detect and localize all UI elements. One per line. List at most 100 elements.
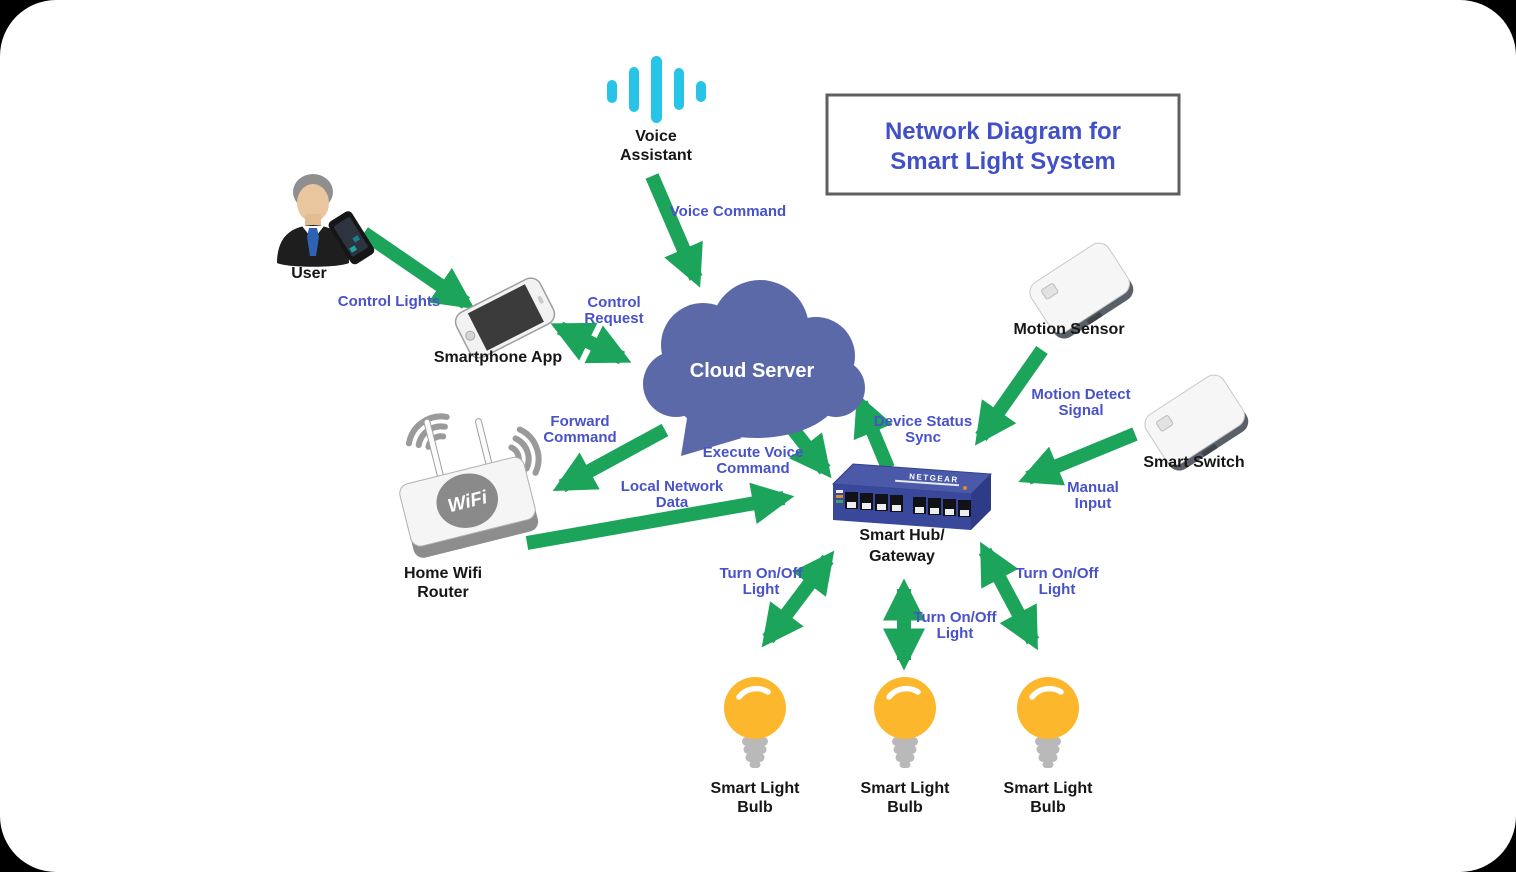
smart-switch-node: Smart Switch (1143, 374, 1249, 471)
smartphone-app-label: Smartphone App (434, 349, 563, 366)
bulb-tip (749, 761, 761, 768)
router-body-group: WiFi (399, 418, 539, 558)
smart-hub-label-2: Gateway (869, 548, 935, 565)
phone-screen (334, 217, 368, 257)
cloud-tail (681, 412, 742, 456)
smart-switch-label: Smart Switch (1143, 454, 1244, 471)
smart-hub-label-1: Smart Hub/ (859, 527, 945, 544)
voice-assistant-label-1: Voice (635, 128, 677, 145)
bulb-screw (893, 745, 917, 754)
title-line-2: Smart Light System (890, 148, 1115, 175)
hub-ethernet-ports (845, 492, 971, 517)
port-pins (892, 505, 901, 511)
wifi-router-node: WiFi Home Wifi Router (399, 413, 542, 601)
light-bulb-icon (724, 677, 786, 768)
wifi-wave (516, 426, 542, 476)
soundwave-bar (696, 81, 706, 102)
device-status-label-2: Sync (905, 429, 941, 446)
title-box-border (825, 93, 1181, 196)
port-pins (930, 508, 939, 514)
bulb-screw (745, 753, 765, 762)
turn-light-left-label-2: Light (743, 581, 780, 598)
port-pins (877, 504, 886, 510)
smartphone-home-button (465, 330, 476, 341)
arrow-turn-light-left (761, 550, 835, 648)
smartphone-screen (467, 284, 544, 351)
port-pins (960, 510, 969, 516)
wifi-router-label-1: Home Wifi (404, 565, 482, 582)
bulb-left-label-2: Bulb (737, 799, 773, 816)
title-box: Network Diagram for Smart Light System (825, 93, 1181, 196)
bulb-highlight (886, 685, 921, 700)
bulb-right-label-1: Smart Light (1004, 780, 1094, 797)
local-network-label-1: Local Network (621, 478, 724, 495)
forward-command-label-2: Command (543, 429, 616, 446)
switch-port (1201, 444, 1218, 457)
motion-detect-label-2: Signal (1058, 402, 1103, 419)
arrow-control-request (550, 321, 632, 365)
soundwave-bar (607, 80, 617, 103)
user-neck (305, 214, 321, 228)
control-request-label-2: Request (584, 310, 643, 327)
motion-sensor-node: Motion Sensor (1013, 242, 1134, 339)
turn-light-right-label-2: Light (1039, 581, 1076, 598)
voice-assistant-icon (607, 56, 706, 123)
arrow-forward-command (552, 423, 669, 493)
bulb-screw (743, 745, 767, 754)
port-pins (945, 509, 954, 515)
user-label: User (291, 265, 327, 282)
bulb-screw (1038, 753, 1058, 762)
port-pins (862, 503, 871, 509)
smartphone-icon (454, 277, 556, 359)
execute-voice-label-1: Execute Voice (703, 444, 804, 461)
bulb-middle-label-1: Smart Light (861, 780, 951, 797)
bulb-screw (1036, 745, 1060, 754)
hub-indicator (836, 490, 843, 493)
arrow-control-lights (360, 227, 475, 309)
arrow-device-status-sync (853, 393, 895, 471)
bulb-left-label-1: Smart Light (711, 780, 801, 797)
smart-bulb-middle-node: Smart Light Bulb (861, 677, 951, 816)
title-line-1: Network Diagram for (885, 118, 1121, 145)
forward-command-label-1: Forward (550, 413, 609, 430)
smart-bulb-left-node: Smart Light Bulb (711, 677, 801, 816)
cloud-server-label: Cloud Server (690, 360, 815, 382)
user-icon (277, 174, 375, 267)
bulb-tip (899, 761, 911, 768)
soundwave-bar (651, 56, 662, 123)
bulb-highlight (1029, 685, 1064, 700)
phone-app-dot (352, 235, 361, 243)
execute-voice-label-2: Command (716, 460, 789, 477)
arrow-execute-voice-command (786, 423, 832, 479)
bulb-tip (1042, 761, 1054, 768)
bulb-middle-label-2: Bulb (887, 799, 923, 816)
arrow-motion-detect-signal (974, 345, 1048, 446)
turn-light-left-label-1: Turn On/Off (719, 565, 803, 582)
switch-top (1144, 374, 1245, 466)
sensor-port (1086, 312, 1103, 325)
smartphone-speaker (537, 296, 544, 304)
cloud-icon (643, 280, 865, 456)
user-face (297, 184, 329, 222)
smartphone-app-node: Smartphone App (434, 277, 563, 366)
wifi-wave (405, 413, 450, 447)
user-phone (328, 211, 375, 265)
soundwave-bar (629, 67, 639, 112)
control-request-label-1: Control (587, 294, 640, 311)
wifi-router-label-2: Router (417, 584, 469, 601)
wifi-wave (512, 435, 532, 472)
arrow-local-network-data (525, 482, 795, 550)
sensor-logo (1041, 283, 1059, 300)
bulb-highlight (736, 685, 771, 700)
voice-assistant-node: Voice Assistant (607, 56, 706, 164)
voice-assistant-label-2: Assistant (620, 147, 693, 164)
smart-hub-icon: NETGEAR (831, 463, 993, 530)
arrows (360, 173, 1138, 671)
light-bulb-icon (874, 677, 936, 768)
cloud-body (672, 346, 840, 438)
turn-light-middle-label-2: Light (937, 625, 974, 642)
turn-light-right-label-1: Turn On/Off (1015, 565, 1099, 582)
bulb-right-label-2: Bulb (1030, 799, 1066, 816)
switch-logo (1156, 415, 1174, 432)
arrow-manual-input (1018, 427, 1138, 486)
